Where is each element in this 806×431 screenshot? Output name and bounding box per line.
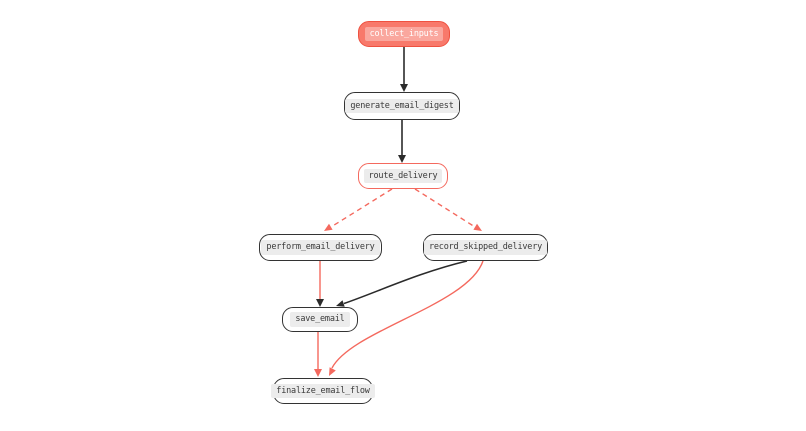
node-record-skipped-delivery-label: record_skipped_delivery: [423, 240, 548, 255]
edge-route-delivery-to-record-skipped-delivery: [414, 188, 482, 231]
edge-route-delivery-to-perform-email-delivery: [324, 188, 393, 231]
arrowhead-icon: [336, 300, 345, 307]
edge-generate-email-digest-to-route-delivery: [398, 120, 406, 163]
arrowhead-icon: [398, 155, 406, 163]
edge-record-skipped-delivery-to-finalize-email-flow: [329, 260, 484, 376]
node-save-email-label: save_email: [290, 312, 350, 327]
node-collect-inputs-label: collect_inputs: [364, 26, 444, 42]
arrowhead-icon: [329, 367, 336, 376]
arrowhead-icon: [314, 369, 322, 377]
arrowhead-icon: [400, 84, 408, 92]
node-collect-inputs: collect_inputs: [358, 21, 450, 47]
node-perform-email-delivery: perform_email_delivery: [259, 234, 382, 261]
node-finalize-email-flow-label: finalize_email_flow: [271, 383, 375, 399]
edge-line: [414, 188, 476, 228]
node-generate-email-digest: generate_email_digest: [344, 92, 460, 120]
arrowhead-icon: [324, 223, 333, 231]
edge-line: [330, 188, 393, 228]
node-finalize-email-flow: finalize_email_flow: [271, 378, 375, 404]
edge-line: [331, 260, 484, 369]
arrowhead-icon: [473, 223, 482, 231]
edge-collect-inputs-to-generate-email-digest: [400, 47, 408, 92]
edge-line: [343, 260, 468, 305]
arrowhead-icon: [316, 299, 324, 307]
node-perform-email-delivery-label: perform_email_delivery: [261, 240, 380, 255]
edge-perform-email-delivery-to-save-email: [316, 261, 324, 307]
node-route-delivery-label: route_delivery: [363, 168, 443, 184]
node-record-skipped-delivery: record_skipped_delivery: [423, 234, 548, 261]
edge-record-skipped-delivery-to-save-email: [336, 260, 468, 307]
node-generate-email-digest-label: generate_email_digest: [345, 98, 459, 114]
node-save-email: save_email: [282, 307, 358, 332]
node-route-delivery: route_delivery: [358, 163, 448, 189]
edge-save-email-to-finalize-email-flow: [314, 332, 322, 377]
